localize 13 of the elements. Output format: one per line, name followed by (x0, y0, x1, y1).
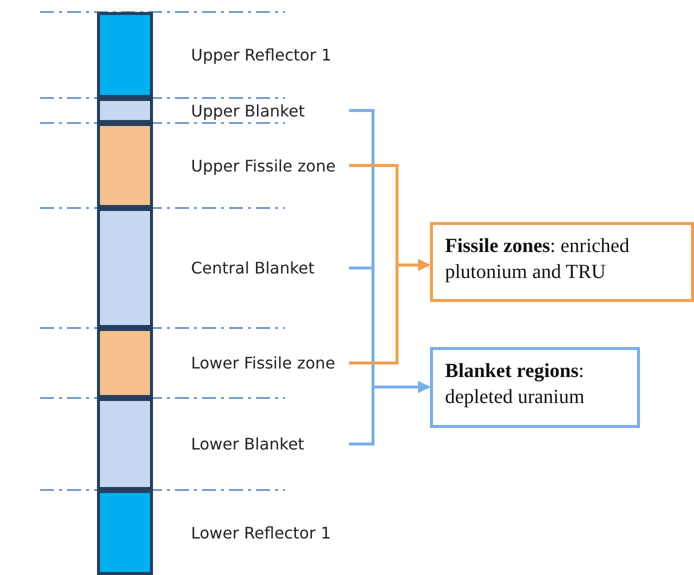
connector-arrow (349, 259, 430, 364)
zone-label: Upper Blanket (191, 101, 305, 120)
zone-label: Upper Reflector 1 (191, 46, 332, 64)
zone-label: Lower Reflector 1 (191, 523, 331, 542)
note-box (430, 222, 694, 302)
connector-arrow (349, 381, 430, 446)
note-text: Fissile zones: enriched plutonium and TRU (445, 234, 630, 285)
note-text: Blanket regions: depleted uranium (445, 359, 586, 410)
note-box (430, 347, 640, 428)
zone-label: Upper Fissile zone (191, 156, 336, 175)
zone-label: Lower Fissile zone (191, 354, 336, 372)
zone-label: Central Blanket (191, 258, 315, 278)
zone-label: Lower Blanket (191, 434, 304, 454)
